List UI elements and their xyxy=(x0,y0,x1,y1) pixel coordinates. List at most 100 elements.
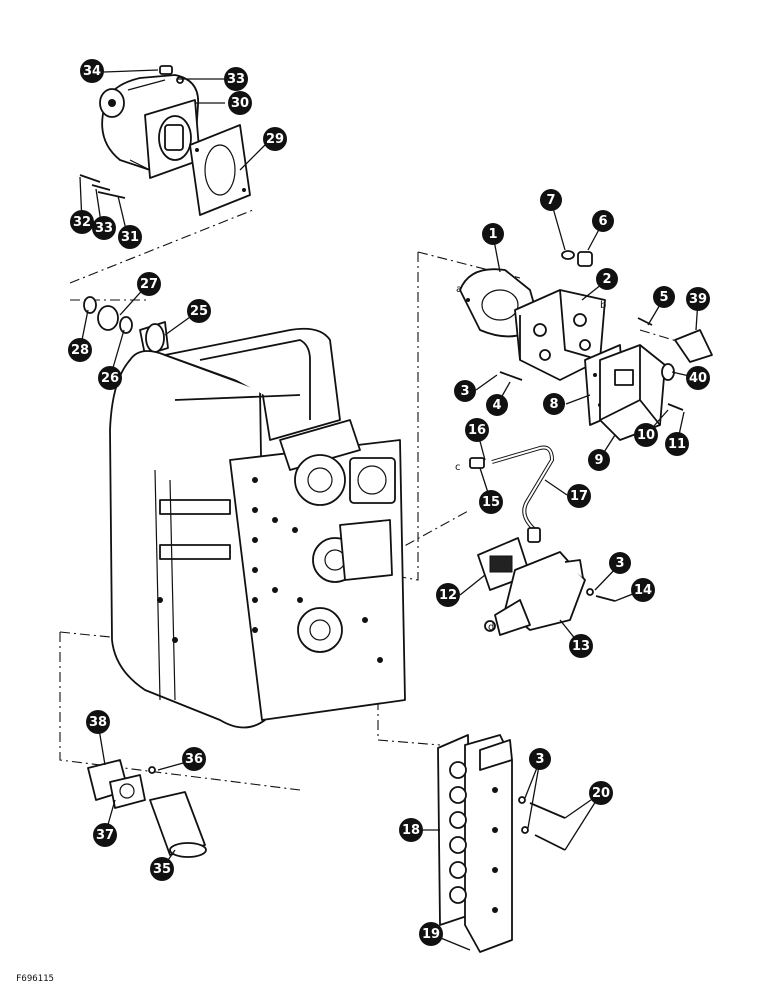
callout-c33a: 33 xyxy=(224,67,248,91)
transmission-housing xyxy=(109,327,406,729)
callout-number: 33 xyxy=(227,72,245,87)
callout-number: 3 xyxy=(615,556,624,571)
callout-bubble xyxy=(567,484,591,508)
callout-bubble xyxy=(118,225,142,249)
callout-number: 11 xyxy=(668,437,686,452)
callout-number: 16 xyxy=(468,423,486,438)
callout-number: 26 xyxy=(101,371,119,386)
callout-c5: 5 xyxy=(653,286,675,308)
callout-bubble xyxy=(86,710,110,734)
callout-number: 28 xyxy=(71,343,89,358)
callout-bubble xyxy=(228,91,252,115)
callout-number: 12 xyxy=(439,588,457,603)
callout-number: 36 xyxy=(185,752,203,767)
callout-bubble xyxy=(609,552,631,574)
callout-c40: 40 xyxy=(686,366,710,390)
callout-number: 14 xyxy=(634,583,652,598)
callout-c1: 1 xyxy=(482,223,504,245)
callout-c37: 37 xyxy=(93,823,117,847)
valve-body-19 xyxy=(449,734,513,953)
callout-bubble xyxy=(263,127,287,151)
callout-bubble xyxy=(98,366,122,390)
valve-body-2 xyxy=(514,289,606,381)
callout-number: 20 xyxy=(592,786,610,801)
callout-bubble xyxy=(589,781,613,805)
pump-gasket xyxy=(189,124,251,216)
callout-number: 31 xyxy=(121,230,139,245)
callout-number: 33 xyxy=(95,221,113,236)
callout-bubble xyxy=(182,747,206,771)
callout-bubble xyxy=(543,393,565,415)
filter-assembly xyxy=(87,759,207,858)
callout-number: 17 xyxy=(570,489,588,504)
callout-number: 9 xyxy=(594,453,603,468)
callout-bubble xyxy=(68,338,92,362)
callout-c26: 26 xyxy=(98,366,122,390)
callout-bubble xyxy=(596,268,618,290)
pump-fasteners xyxy=(79,65,184,199)
callout-number: 37 xyxy=(96,828,114,843)
callout-bubble xyxy=(436,583,460,607)
callout-number: 35 xyxy=(153,862,171,877)
callout-bubble xyxy=(187,299,211,323)
callout-bubble xyxy=(137,272,161,296)
callout-number: 4 xyxy=(492,398,501,413)
callout-c15: 15 xyxy=(479,490,503,514)
callout-number: 15 xyxy=(482,495,500,510)
callout-bubble xyxy=(634,423,658,447)
callout-c11: 11 xyxy=(665,432,689,456)
control-valve-fasteners xyxy=(586,588,616,602)
callout-number: 1 xyxy=(488,227,497,242)
callout-bubble xyxy=(399,818,423,842)
callout-c19: 19 xyxy=(419,922,443,946)
callout-c16: 16 xyxy=(465,418,489,442)
plug-and-seal xyxy=(561,250,593,267)
valve-body-9 xyxy=(599,344,666,441)
callout-c34: 34 xyxy=(80,59,104,83)
callout-c33b: 33 xyxy=(92,216,116,240)
callout-bubble xyxy=(70,210,94,234)
callout-number: 3 xyxy=(535,752,544,767)
letter-b: b xyxy=(600,300,606,311)
callout-bubble xyxy=(588,449,610,471)
callout-number: 25 xyxy=(190,304,208,319)
callout-number: 13 xyxy=(572,639,590,654)
callout-number: 19 xyxy=(422,927,440,942)
callout-number: 32 xyxy=(73,215,91,230)
callout-number: 8 xyxy=(549,397,558,412)
letter-c: c xyxy=(455,462,461,473)
callout-c17: 17 xyxy=(567,484,591,508)
callout-c25: 25 xyxy=(187,299,211,323)
callout-bubble xyxy=(569,634,593,658)
callout-number: 6 xyxy=(598,214,607,229)
callout-number: 5 xyxy=(659,290,668,305)
callout-number: 40 xyxy=(689,371,707,386)
bearing-group xyxy=(83,296,169,356)
callout-c3b: 3 xyxy=(609,552,631,574)
callout-number: 29 xyxy=(266,132,284,147)
callout-number: 2 xyxy=(602,272,611,287)
callout-bubble xyxy=(150,857,174,881)
callout-c10: 10 xyxy=(634,423,658,447)
valve-fittings xyxy=(499,317,713,411)
callout-c38: 38 xyxy=(86,710,110,734)
callout-c20: 20 xyxy=(589,781,613,805)
callout-number: 38 xyxy=(89,715,107,730)
control-valve-13 xyxy=(484,551,586,636)
callout-number: 7 xyxy=(546,193,555,208)
callout-c8: 8 xyxy=(543,393,565,415)
callout-c2: 2 xyxy=(596,268,618,290)
callout-c13: 13 xyxy=(569,634,593,658)
letter-a: a xyxy=(456,284,462,295)
callout-number: 34 xyxy=(83,64,101,79)
callout-c18: 18 xyxy=(399,818,423,842)
callout-bubble xyxy=(92,216,116,240)
housing-bolt-holes xyxy=(157,477,383,663)
callout-number: 10 xyxy=(637,428,655,443)
callout-number: 27 xyxy=(140,277,158,292)
callout-c28: 28 xyxy=(68,338,92,362)
figure-code: F696115 xyxy=(16,974,54,984)
callout-c6: 6 xyxy=(592,210,614,232)
callout-bubble xyxy=(665,432,689,456)
